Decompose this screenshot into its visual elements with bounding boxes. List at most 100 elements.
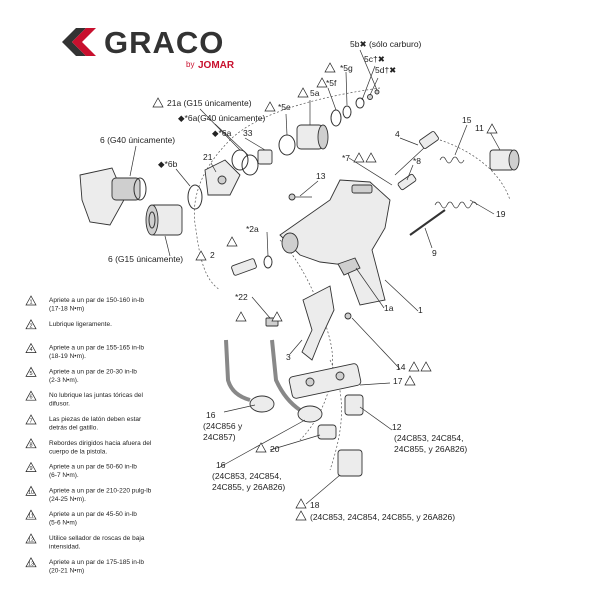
part-3-trigger (301, 285, 335, 361)
note-text: Apriete a un par de 150-160 in-lb (49, 297, 144, 304)
note-ref-14a (408, 361, 420, 372)
note-text: difusor. (49, 401, 70, 408)
note-ref-5e (264, 101, 276, 112)
callout-22: *22 (235, 292, 248, 302)
note-text: (17-18 N•m) (49, 306, 84, 313)
note-marker (25, 295, 37, 306)
note-ref-11 (486, 123, 498, 134)
note-ref-17 (404, 375, 416, 386)
note-ref-14b (420, 361, 432, 372)
part-19-spring (434, 201, 478, 209)
callout-1: 1 (418, 305, 423, 315)
part-6-cylinder-g15 (145, 204, 183, 236)
part-13-screw (288, 193, 312, 201)
notes-legend: 1 Apriete a un par de 150-160 in-lb (17-18… (25, 295, 152, 574)
note-text: Lubrique ligeramente. (49, 321, 112, 328)
part-6-guard-g40 (79, 167, 147, 226)
callout-4: 4 (395, 129, 400, 139)
note-text: Rebordes dirigidos hacia afuera del (49, 440, 152, 447)
note-text: Apriete a un par de 20-30 in-lb (49, 368, 137, 375)
note-text: intensidad. (49, 544, 81, 551)
logo-by: by (186, 60, 194, 69)
note-ref-20 (255, 442, 267, 453)
callout-1a: 1a (384, 303, 394, 313)
part-5e-ring (278, 134, 296, 156)
note-text: (20-21 N•m) (49, 567, 84, 574)
callout-5f: *5f (326, 78, 337, 88)
note-text: detrás del gatillo. (49, 425, 98, 432)
note-text: Apriete a un par de 210-220 pulg-lb (49, 487, 152, 494)
part-18-fitting (337, 449, 363, 477)
logo-partner: JOMAR (198, 60, 235, 71)
note-ref-5f (316, 77, 328, 88)
leader-lines (129, 49, 501, 505)
callout-7: *7 (342, 153, 350, 163)
note-text: Utilice sellador de roscas de baja (49, 535, 145, 542)
callout-2: 2 (210, 250, 215, 260)
part-5f-ring (330, 109, 342, 127)
callout-21: 21 (203, 152, 213, 162)
callout-5d: 5d†✖ (375, 65, 396, 75)
note-ref-7a (353, 152, 365, 163)
note-marker (25, 438, 37, 449)
note-text: Apriete a un par de 175-185 in-lb (49, 559, 144, 566)
callout-3: 3 (286, 352, 291, 362)
callout-6-g40: 6 (G40 únicamente) (100, 135, 175, 145)
callout-18b: (24C853, 24C854, 24C855, y 26A826) (310, 512, 455, 522)
graco-mark-icon (62, 28, 96, 56)
callout-19: 19 (496, 209, 506, 219)
note-number: 6 (29, 395, 32, 401)
callout-12-1: 12 (392, 422, 402, 432)
note-marker (25, 461, 37, 472)
callout-21a: 21a (G15 únicamente) (167, 98, 252, 108)
graco-logo: GRACO by JOMAR (62, 25, 235, 71)
note-ref-18b (295, 510, 307, 521)
note-text: No lubrique las juntas tóricas del (49, 392, 143, 399)
note-number: 10 (28, 490, 34, 496)
note-text: Apriete a un par de 45-50 in-lb (49, 511, 137, 518)
logo-brand: GRACO (104, 25, 224, 60)
part-15-spring (439, 156, 465, 164)
note-ref-22b (271, 311, 283, 322)
callout-18: 18 (310, 500, 320, 510)
part-5a-housing (296, 124, 329, 150)
assembly-path-right (439, 139, 511, 201)
callout-16a-3: 24C857) (203, 432, 236, 442)
callout-16b-1: 16 (216, 460, 226, 470)
note-marker (25, 557, 37, 568)
part-21-cap (204, 159, 241, 196)
part-14-screw (344, 312, 352, 320)
callout-5e: *5e (278, 102, 291, 112)
note-text: cuerpo de la pistola. (49, 448, 107, 455)
callout-16a-2: (24C856 y (203, 421, 243, 431)
callout-5g: *5g (340, 63, 353, 73)
note-number: 9 (29, 466, 32, 472)
callout-6a-g40: ◆*6a(G40 únicamente) (178, 113, 266, 123)
callout-6a: ◆*6a (212, 128, 232, 138)
note-text: (24-25 N•m). (49, 496, 86, 503)
callout-16b-3: 24C855, y 26A826) (212, 482, 285, 492)
callout-6b: ◆*6b (158, 159, 178, 169)
part-5d-ball (367, 94, 373, 100)
note-ref-2a (226, 236, 238, 247)
note-number: 8 (29, 442, 32, 448)
note-text: (6-7 N•m). (49, 472, 79, 479)
note-marker (25, 509, 37, 520)
note-marker (25, 366, 37, 377)
part-4-needle (394, 131, 439, 176)
note-number: 1 (29, 300, 32, 306)
part-5b-tip (374, 89, 380, 95)
callout-9: 9 (432, 248, 437, 258)
note-marker (25, 485, 37, 496)
part-16-tube-b (270, 339, 323, 423)
note-ref-5a (297, 87, 309, 98)
note-ref-5g (324, 62, 336, 73)
callout-33: 33 (243, 128, 253, 138)
note-number: 7 (29, 419, 32, 425)
part-17-block (288, 363, 362, 399)
callout-2a: *2a (246, 224, 259, 234)
part-12-fitting (344, 394, 364, 416)
callout-5b: 5b✖ (sólo carburo) (350, 39, 422, 49)
note-text: (5-6 N•m) (49, 520, 77, 527)
